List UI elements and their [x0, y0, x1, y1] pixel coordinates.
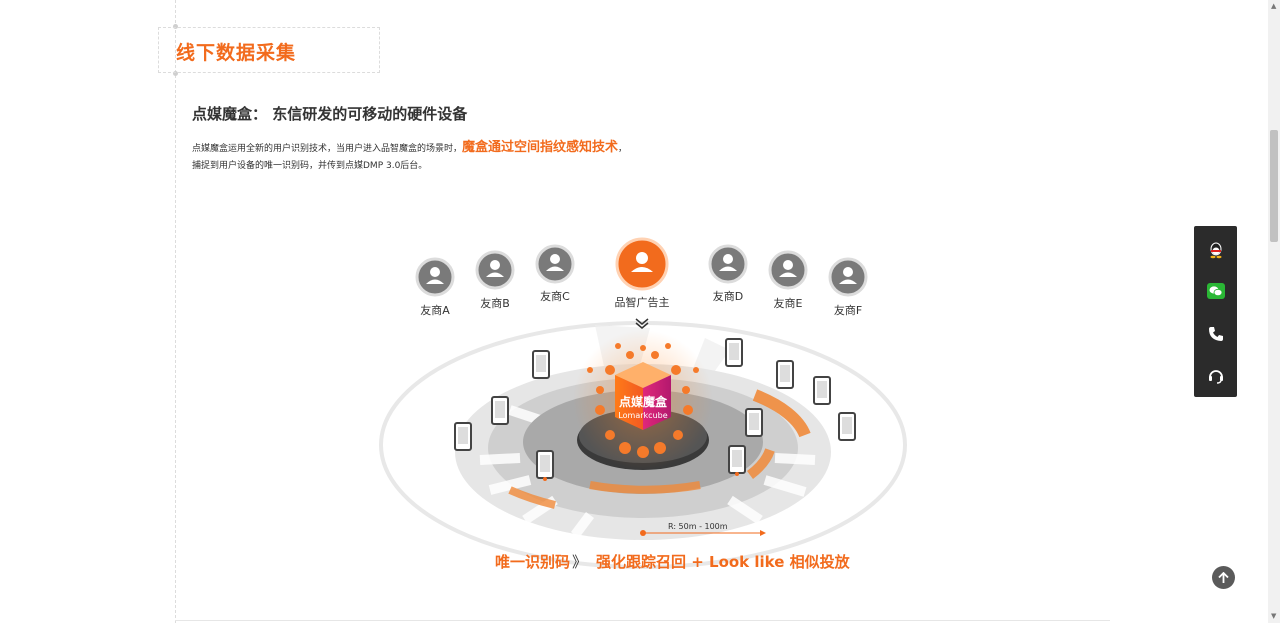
- radius-dot: [640, 530, 646, 536]
- section-title-box: [158, 27, 380, 73]
- cube-left: [615, 375, 643, 430]
- partner-label-c: 友商C: [540, 289, 570, 303]
- cube-right: [643, 375, 671, 430]
- phone-screens: [458, 343, 852, 472]
- description-line-2: 捕捉到用户设备的唯一识别码，并传到点媒DMP 3.0后台。: [192, 161, 428, 171]
- caption-separator: 》: [572, 553, 588, 571]
- caption-left: 唯一识别码: [495, 553, 571, 571]
- headset-icon: [1208, 370, 1223, 384]
- chevron-down-icon: [635, 318, 649, 329]
- phone-dots: [543, 472, 739, 481]
- diagram-svg: 点媒魔盒 Lomarkcube: [379, 237, 907, 569]
- floating-contact-bar: [1194, 226, 1237, 397]
- timeline-dot: [173, 24, 178, 29]
- sub-heading: 点媒魔盒： 东信研发的可移动的硬件设备: [192, 105, 468, 123]
- advertiser-label: 品智广告主: [615, 295, 670, 309]
- qq-button[interactable]: [1194, 230, 1237, 270]
- wechat-button[interactable]: [1194, 271, 1237, 311]
- qq-icon: [1210, 242, 1221, 259]
- radius-arrow: [760, 530, 766, 536]
- cube-brand-cn: 点媒魔盒: [619, 394, 668, 409]
- orange-arc: [508, 486, 556, 509]
- partner-label-e: 友商E: [774, 296, 803, 310]
- orange-arc: [746, 448, 775, 480]
- wechat-icon: [1206, 283, 1225, 299]
- arrow-up-icon: [1218, 571, 1229, 583]
- scroll-down-arrow-icon[interactable]: ▼: [1271, 612, 1277, 620]
- ring-stripes: [479, 405, 816, 538]
- radius-label: R: 50m - 100m: [668, 522, 728, 531]
- cube-brand-en: Lomarkcube: [618, 411, 667, 420]
- orange-arc: [589, 481, 701, 494]
- scroll-up-arrow-icon[interactable]: ▲: [1271, 2, 1277, 10]
- caption-right: 强化跟踪召回 + Look like 相似投放: [596, 553, 850, 571]
- partner-label-d: 友商D: [713, 289, 743, 303]
- partner-avatars: [415, 237, 868, 297]
- partner-label-f: 友商F: [834, 303, 862, 317]
- customer-service-button[interactable]: [1194, 356, 1237, 396]
- vertical-scrollbar[interactable]: [1268, 0, 1280, 623]
- section-title: 线下数据采集: [176, 42, 297, 64]
- partner-label-b: 友商B: [480, 296, 510, 310]
- timeline-line: [175, 0, 176, 623]
- partner-label-a: 友商A: [420, 303, 450, 317]
- description-line-1: 点媒魔盒运用全新的用户识别技术，当用户进入品智魔盒的场景时，魔盒通过空间指纹感知…: [192, 136, 627, 155]
- phone-button[interactable]: [1194, 314, 1237, 354]
- section-divider: [175, 620, 1110, 621]
- orange-arc: [752, 389, 811, 438]
- phone-icon: [1208, 327, 1223, 341]
- timeline-dot: [173, 71, 178, 76]
- scrollbar-thumb[interactable]: [1270, 130, 1278, 242]
- description-highlight: 魔盒通过空间指纹感知技术: [462, 140, 619, 155]
- user-icons: [426, 252, 857, 284]
- description-text: 点媒魔盒运用全新的用户识别技术，当用户进入品智魔盒的场景时，: [192, 144, 463, 154]
- description-comma: ，: [618, 144, 628, 154]
- glow-dots: [587, 343, 699, 458]
- lomarkcube-diagram: 点媒魔盒 Lomarkcube: [360, 230, 930, 575]
- back-to-top-button[interactable]: [1212, 566, 1235, 589]
